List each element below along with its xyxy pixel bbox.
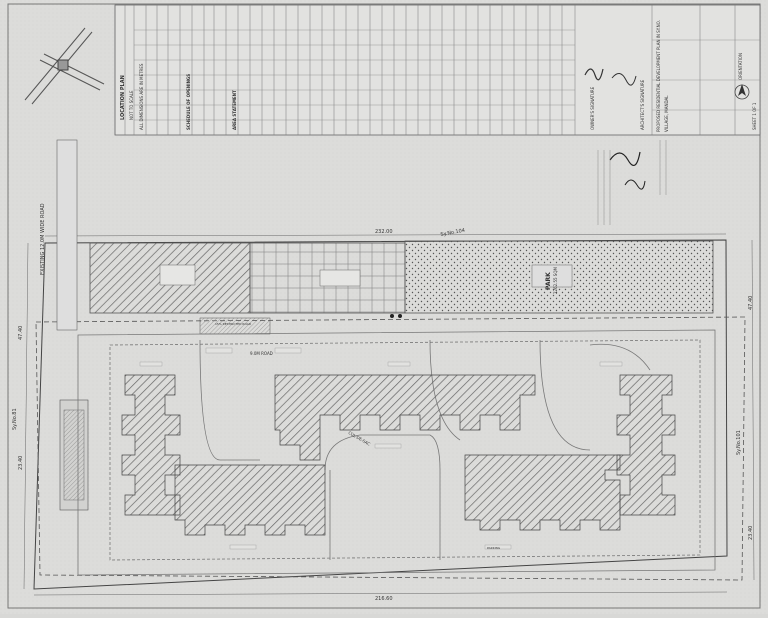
left-dimension-top: 47.40 <box>18 325 24 340</box>
building-block <box>464 454 621 531</box>
parking-label: PARKING <box>487 546 501 550</box>
internal-roads <box>77 329 716 576</box>
restricted-road-label: 15% RESTRICTED ROAD <box>215 322 252 326</box>
dimension-note: ALL DIMENSIONS ARE IN METRES <box>139 63 144 130</box>
schedule-title: SCHEDULE OF OPENINGS <box>186 73 191 130</box>
north-arrow-icon <box>734 84 750 100</box>
area-statement-title: AREA STATEMENT <box>232 90 237 130</box>
internal-road-label: 9.0M ROAD <box>250 351 273 356</box>
proposal-title: PROPOSED RESIDENTIAL DEVELOPMENT PLAN IN… <box>656 20 661 132</box>
right-dimension-top: 47.40 <box>748 295 754 310</box>
building-block <box>274 374 536 461</box>
residential-blocks <box>121 374 676 536</box>
building-block <box>174 464 326 536</box>
small-annotations <box>139 314 623 550</box>
bottom-dimension: 216.60 <box>375 596 393 602</box>
title-block <box>24 4 761 225</box>
location-plan-title: LOCATION PLAN <box>120 75 126 120</box>
signature-mark <box>609 151 641 167</box>
park-area: 2262.55 SQM <box>553 267 558 294</box>
building-block <box>616 374 676 516</box>
top-dimension: 232.00 <box>375 229 393 235</box>
left-dimension-bottom: 23.40 <box>18 455 24 470</box>
architect-signature-label: ARCHITECT'S SIGNATURE <box>640 79 645 130</box>
village-line: VILLAGE, MANDAL <box>664 95 669 132</box>
signature-mark <box>584 68 604 81</box>
location-plan-sketch <box>24 27 105 105</box>
signature-mark <box>611 73 637 86</box>
right-dimension-bottom: 23.40 <box>748 525 754 540</box>
park-label: PARK <box>545 272 552 290</box>
road-label: EXISTING 12.0M WIDE ROAD <box>40 203 46 275</box>
survey-number-left: Sy.No.81 <box>12 408 18 430</box>
survey-number-right: Sy.No.101 <box>736 430 742 455</box>
signature-mark <box>624 179 646 190</box>
orientation-label: ORIENTATION <box>738 53 743 80</box>
scale-note: NOT TO SCALE <box>129 90 134 120</box>
amenity-strip <box>89 240 714 335</box>
owner-signature-label: OWNER'S SIGNATURE <box>590 86 595 130</box>
existing-road <box>56 139 89 511</box>
sheet-number: SHEET 1 OF 1 <box>752 102 757 130</box>
